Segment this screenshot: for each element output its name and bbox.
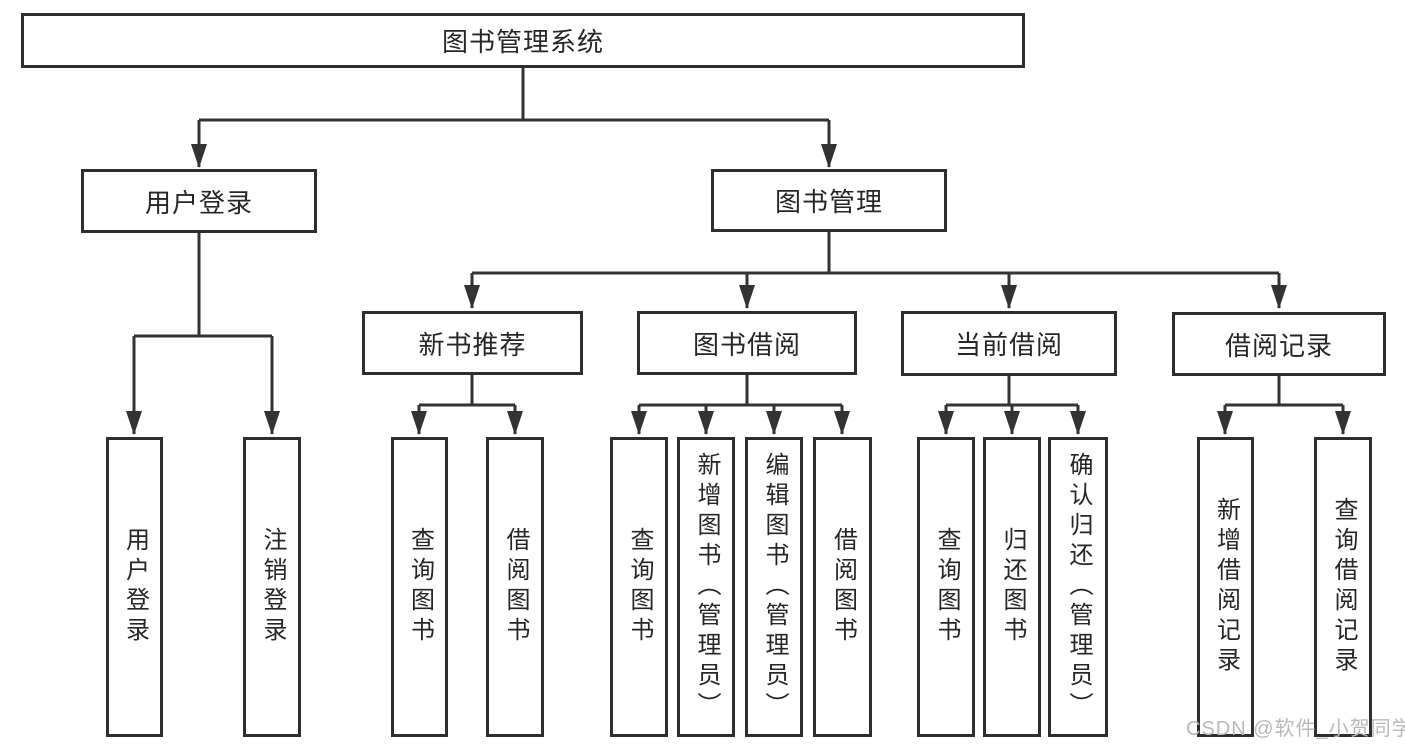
leaf-logout: 注销登录 [243,437,301,737]
node-new-book-recommend: 新书推荐 [362,311,583,375]
leaf-records-query-record: 查询借阅记录 [1314,437,1372,737]
connector-records-children [1217,376,1351,435]
csdn-watermark: CSDN @软件_小贺同学 [1186,718,1405,740]
node-book-management: 图书管理 [711,169,947,232]
node-book-borrowing: 图书借阅 [637,311,857,375]
leaf-user-login: 用户登录 [106,437,163,737]
node-borrowing-records: 借阅记录 [1172,312,1386,376]
leaf-borrowing-borrow-books: 借阅图书 [813,437,872,737]
leaf-borrowing-query-books: 查询图书 [610,437,668,737]
leaf-current-query-books: 查询图书 [917,437,975,737]
node-user-login: 用户登录 [81,169,317,233]
connector-current-children [938,376,1086,435]
leaf-borrowing-edit-books-admin: 编辑图书（管理员） [745,437,803,737]
leaf-recommend-query-books: 查询图书 [391,437,448,737]
leaf-records-add-record: 新增借阅记录 [1197,437,1254,737]
leaf-recommend-borrow-books: 借阅图书 [486,437,544,737]
connector-borrowing-children [631,375,850,435]
node-current-borrowing: 当前借阅 [901,311,1117,376]
connector-book-management-children [464,232,1287,309]
leaf-current-confirm-return-admin: 确认归还（管理员） [1048,437,1108,737]
connector-root-to-level1 [191,68,837,168]
leaf-borrowing-add-books-admin: 新增图书（管理员） [677,437,735,737]
connector-recommend-children [411,375,523,435]
leaf-current-return-books: 归还图书 [983,437,1041,737]
node-library-system-root: 图书管理系统 [21,13,1025,68]
connector-user-login-children [126,233,280,435]
